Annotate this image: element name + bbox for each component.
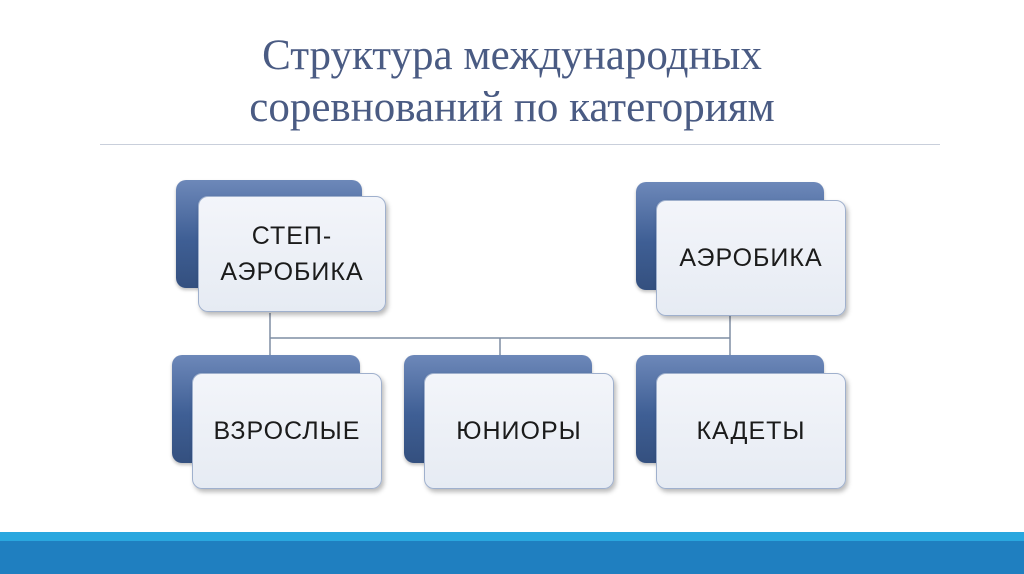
- node-aerobics-front: АЭРОБИКА: [656, 200, 846, 316]
- slide-title-line-2: соревнований по категориям: [249, 84, 775, 131]
- slide-title-line-1: Структура международных: [262, 32, 762, 79]
- node-cadets-front: КАДЕТЫ: [656, 373, 846, 489]
- title-divider: [100, 144, 940, 145]
- node-adults-label: ВЗРОСЛЫЕ: [213, 417, 361, 445]
- node-step-aerobics-front: СТЕП- АЭРОБИКА: [198, 196, 386, 312]
- node-juniors-front: ЮНИОРЫ: [424, 373, 614, 489]
- node-aerobics-label: АЭРОБИКА: [679, 244, 823, 272]
- footer-band-dark: [0, 541, 1024, 574]
- node-juniors-label: ЮНИОРЫ: [456, 417, 582, 445]
- slide-title: Структура международных соревнований по …: [0, 30, 1024, 134]
- node-step-aerobics-label: СТЕП- АЭРОБИКА: [220, 222, 364, 286]
- node-cadets-label: КАДЕТЫ: [696, 417, 806, 445]
- node-adults-front: ВЗРОСЛЫЕ: [192, 373, 382, 489]
- footer-band-light: [0, 532, 1024, 541]
